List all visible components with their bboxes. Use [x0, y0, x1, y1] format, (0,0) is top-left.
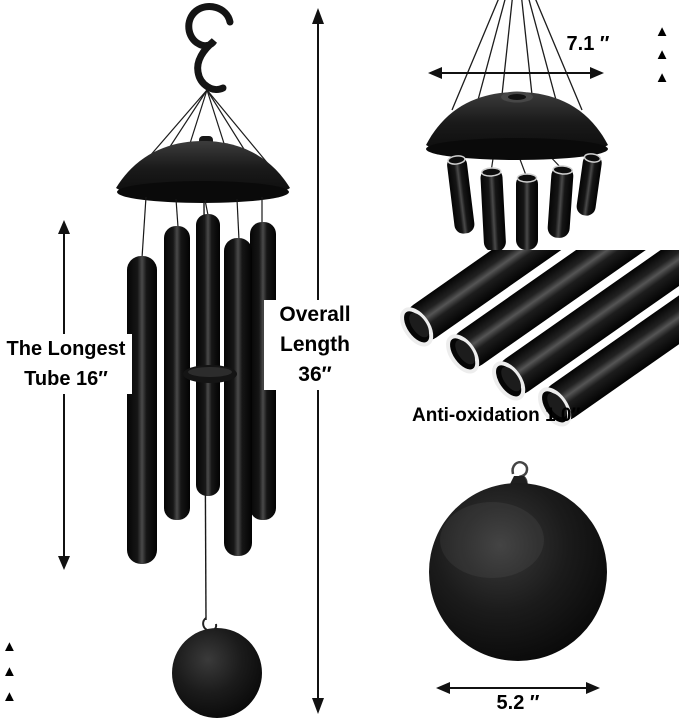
dome-width-value: 7.1 ″: [566, 33, 610, 55]
tube-mouth-4: [538, 250, 679, 427]
triangle-icon: ▲: [2, 638, 17, 655]
triangle-icon: ▲: [654, 46, 670, 63]
catcher-detail-disc: [429, 483, 607, 661]
triangle-icon: ▲: [2, 663, 17, 680]
striker-and-pull-cord: [183, 201, 237, 633]
tube-mouth-1: [400, 250, 679, 347]
catcher-width-value: 5.2 ″: [496, 692, 540, 714]
anti-oxidation-value: Anti-oxidation 1.0″: [412, 405, 581, 426]
overall-length-label-line3: 36″: [298, 363, 332, 386]
triangle-row: ▲: [645, 66, 679, 89]
tube-mouth-3: [492, 250, 679, 401]
longest-tube-label-line2: Tube 16″: [24, 368, 108, 390]
dome-width-arrow: [428, 67, 604, 79]
watermark-triangles-top-right: ▲ ▲ ▲: [645, 20, 679, 89]
anti-oxidation-label: Anti-oxidation 1.0″: [412, 405, 632, 427]
dome-detail-photo: [426, 0, 608, 250]
catcher-disc-highlight: [440, 502, 544, 578]
catcher-width-label: 5.2 ″: [478, 692, 558, 715]
wind-chime-main-photo: [58, 3, 324, 718]
overall-length-label-line2: Length: [280, 333, 350, 356]
tube-rim-detail-photo: [400, 250, 679, 427]
hanging-strings: [135, 89, 275, 173]
triangle-icon: ▲: [654, 69, 670, 86]
overall-length-label: Overall Length 36″: [264, 300, 366, 390]
wind-catcher-detail-photo: [429, 461, 607, 694]
longest-tube-label-line1: The Longest: [6, 338, 126, 360]
wind-catcher-disc: [172, 628, 262, 718]
tube-mouth-2: [446, 250, 679, 374]
tube-strings: [141, 196, 263, 259]
detail-hanging-strings: [451, 0, 583, 111]
dome-width-label: 7.1 ″: [545, 33, 631, 56]
watermark-triangles-bottom-left: ▲ ▲ ▲: [2, 634, 22, 709]
detail-dome: [426, 91, 608, 160]
catcher-hook-icon: [510, 461, 529, 486]
longest-tube-label: The Longest Tube 16″: [0, 334, 132, 394]
detail-tubes: [447, 153, 602, 250]
triangle-icon: ▲: [654, 23, 670, 40]
longest-tube-arrow: [58, 220, 70, 570]
s-hook-icon: [185, 3, 234, 93]
overall-length-label-line1: Overall: [279, 303, 351, 326]
dome-top: [116, 136, 290, 203]
catcher-width-arrow: [436, 682, 600, 694]
triangle-row: ▲ ▲: [645, 20, 679, 66]
triangle-icon: ▲: [2, 688, 17, 705]
chime-tubes: [127, 214, 276, 564]
